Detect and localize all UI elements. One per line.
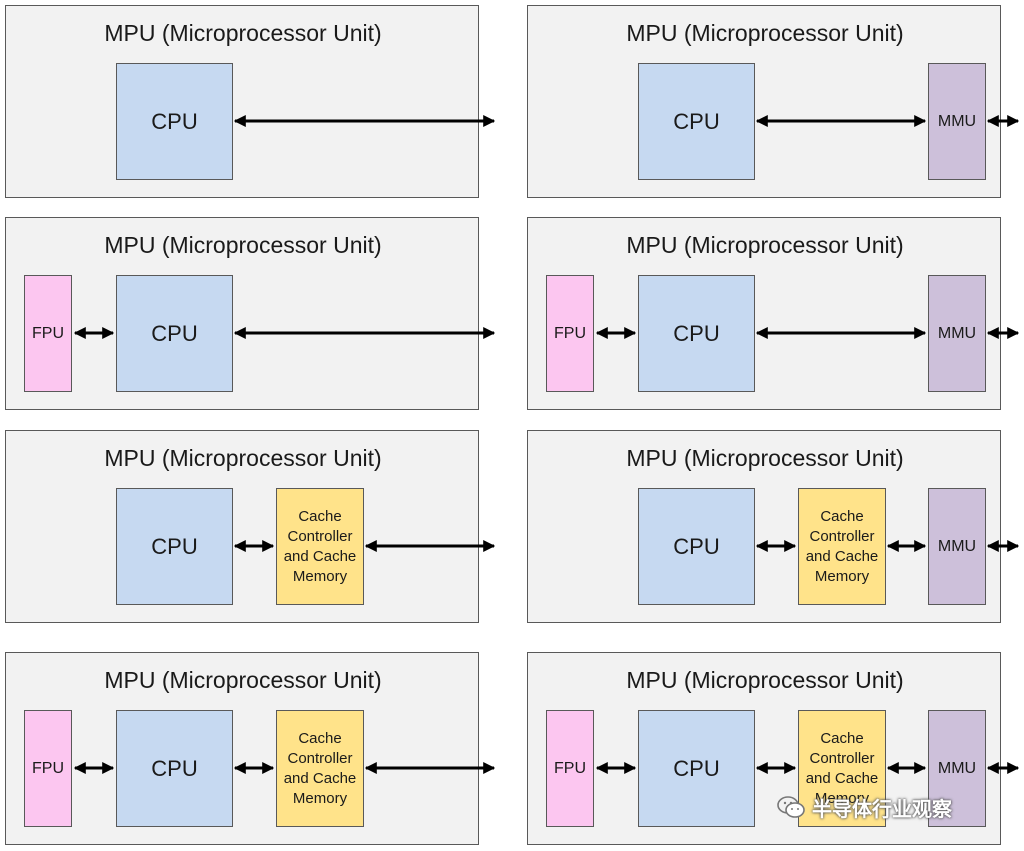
cache-block-label: Cache Controller and Cache Memory (805, 507, 879, 585)
cpu-block: CPU (116, 63, 233, 180)
cache-block: Cache Controller and Cache Memory (276, 710, 364, 827)
mmu-block: MMU (928, 710, 986, 827)
panel-title: MPU (Microprocessor Unit) (626, 232, 904, 258)
fpu-block-label: FPU (32, 324, 64, 342)
mpu-panel-fpu-cpu-cache-mmu: MPU (Microprocessor Unit) (527, 652, 1001, 845)
mpu-panel-fpu-cpu-mmu: MPU (Microprocessor Unit) (527, 217, 1001, 410)
wechat-logo-icon (777, 796, 805, 818)
fpu-block: FPU (546, 275, 594, 392)
mmu-block: MMU (928, 275, 986, 392)
mmu-block-label: MMU (937, 112, 977, 130)
mpu-panel-fpu-cpu: MPU (Microprocessor Unit) (5, 217, 479, 410)
cpu-block-label: CPU (151, 108, 198, 134)
cache-block: Cache Controller and Cache Memory (798, 710, 886, 827)
panel-title: MPU (Microprocessor Unit) (626, 445, 904, 471)
cache-block: Cache Controller and Cache Memory (276, 488, 364, 605)
mmu-block-label: MMU (937, 537, 977, 555)
mmu-block: MMU (928, 63, 986, 180)
panel-title: MPU (Microprocessor Unit) (104, 667, 382, 693)
cpu-block-label: CPU (151, 755, 198, 781)
cpu-block: CPU (116, 710, 233, 827)
panel-title: MPU (Microprocessor Unit) (626, 20, 904, 46)
fpu-block: FPU (24, 275, 72, 392)
cache-block-label: Cache Controller and Cache Memory (283, 729, 357, 807)
panel-title: MPU (Microprocessor Unit) (104, 445, 382, 471)
fpu-block-label: FPU (554, 324, 586, 342)
cpu-block-label: CPU (673, 755, 720, 781)
cache-block-label: Cache Controller and Cache Memory (805, 729, 879, 807)
cpu-block: CPU (638, 63, 755, 180)
mpu-panel-cpu-cache-mmu: MPU (Microprocessor Unit) (527, 430, 1001, 623)
fpu-block-label: FPU (32, 759, 64, 777)
watermark-text: 半导体行业观察 (812, 796, 952, 821)
cpu-block-label: CPU (673, 108, 720, 134)
cpu-block: CPU (116, 275, 233, 392)
mpu-panel-cpu-only: MPU (Microprocessor Unit) (5, 5, 479, 198)
mmu-block-label: MMU (937, 324, 977, 342)
cpu-block-label: CPU (673, 320, 720, 346)
cpu-block-label: CPU (151, 533, 198, 559)
mmu-block: MMU (928, 488, 986, 605)
fpu-block-label: FPU (554, 759, 586, 777)
mmu-block-label: MMU (937, 759, 977, 777)
cpu-block-label: CPU (151, 320, 198, 346)
cache-block-label: Cache Controller and Cache Memory (283, 507, 357, 585)
cpu-block: CPU (638, 275, 755, 392)
fpu-block: FPU (24, 710, 72, 827)
panel-title: MPU (Microprocessor Unit) (104, 232, 382, 258)
panel-title: MPU (Microprocessor Unit) (626, 667, 904, 693)
cpu-block: CPU (638, 488, 755, 605)
fpu-block: FPU (546, 710, 594, 827)
cpu-block-label: CPU (673, 533, 720, 559)
cpu-block: CPU (116, 488, 233, 605)
mpu-panel-cpu-mmu: MPU (Microprocessor Unit) (527, 5, 1001, 198)
cpu-block: CPU (638, 710, 755, 827)
mpu-panel-fpu-cpu-cache: MPU (Microprocessor Unit) (5, 652, 479, 845)
watermark: 半导体行业观察 (776, 790, 952, 824)
mpu-panel-cpu-cache: MPU (Microprocessor Unit) (5, 430, 479, 623)
panel-title: MPU (Microprocessor Unit) (104, 20, 382, 46)
cache-block: Cache Controller and Cache Memory (798, 488, 886, 605)
